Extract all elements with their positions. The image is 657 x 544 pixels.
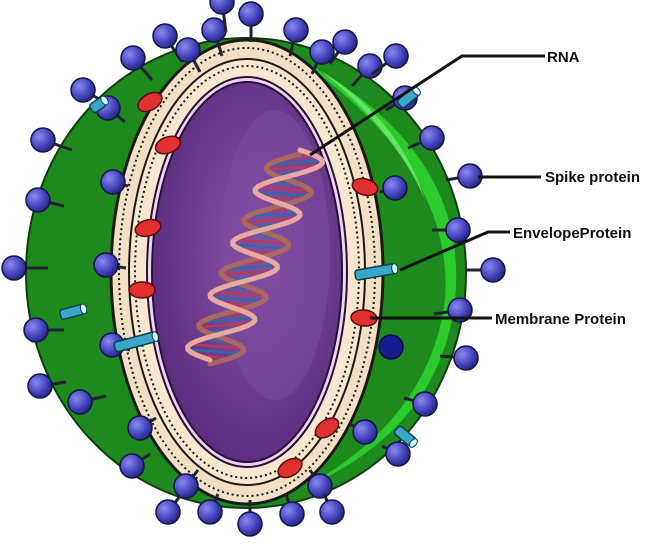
spike-protein-icon — [175, 37, 202, 73]
spike-protein-icon — [173, 469, 200, 499]
rna-base-pair — [199, 322, 253, 329]
rna-base-pair — [212, 290, 266, 297]
envelope-protein-icon — [354, 263, 399, 281]
spike-protein-icon — [407, 125, 445, 151]
spike-protein-icon — [403, 391, 438, 417]
envelope-protein-icon — [113, 331, 159, 353]
spike-protein-label: Spike protein — [545, 169, 640, 186]
spike-protein-icon — [119, 452, 151, 479]
spike-protein-icon — [283, 17, 309, 57]
membrane-protein-icon — [314, 417, 340, 439]
membrane-protein-icon — [128, 281, 156, 299]
spike-protein-icon — [466, 257, 506, 283]
rna-base-pair — [268, 159, 323, 166]
spike-protein-icon — [371, 43, 409, 76]
envelope-proteins — [59, 86, 421, 448]
rna-base-pair — [190, 343, 244, 350]
spike-protein-icon — [25, 187, 65, 213]
membrane-protein-icon — [137, 91, 163, 113]
spike-protein-icon — [209, 0, 235, 33]
envelope-callout-line — [399, 230, 510, 272]
rna-base-pair — [257, 185, 311, 192]
envelope-protein-icon — [393, 425, 418, 448]
rna-base-pair — [221, 269, 275, 276]
rna-callout-line — [309, 54, 545, 157]
rna-base-pair — [201, 317, 255, 323]
membrane-protein-icon — [134, 218, 162, 238]
spike-protein-icon — [379, 175, 408, 201]
spike-protein-icon — [381, 441, 411, 467]
spike-protein-icon — [30, 127, 73, 153]
spike-protein-icon — [319, 493, 345, 525]
rna-base-pair — [244, 217, 298, 224]
rna-base-pair — [235, 238, 289, 245]
membrane-protein-icon — [351, 177, 379, 197]
rna-strand-front — [185, 147, 325, 363]
membrane-protein-icon — [154, 135, 182, 155]
spike-protein-icon — [100, 169, 129, 195]
rna-base-pair — [255, 191, 309, 197]
spike-protein-icon — [152, 23, 184, 63]
rna-helix — [185, 147, 325, 367]
spike-protein-icon — [1, 255, 48, 281]
spike-protein-icon — [67, 389, 107, 415]
spike-protein-icon — [328, 29, 358, 65]
spike-protein-icon — [445, 163, 483, 189]
spike-protein-icon — [238, 1, 264, 42]
spike-protein-icon — [155, 495, 182, 525]
rna-strand-back — [196, 151, 314, 367]
spike-protein-icon — [197, 493, 223, 525]
membrane-protein-label: Membrane Protein — [495, 311, 626, 328]
rna-base-pair — [187, 348, 242, 355]
rna-base-pair — [246, 212, 300, 218]
spike-protein-icon — [93, 252, 127, 278]
rna-label: RNA — [547, 49, 580, 66]
envelope-protein-icon — [59, 303, 88, 321]
spike-protein-icon — [279, 493, 305, 527]
spike-protein-icon — [349, 419, 378, 445]
spike-protein-icon — [120, 45, 154, 81]
spike-protein-icon — [27, 373, 67, 399]
callout-lines — [309, 54, 545, 320]
spike-protein-icon — [378, 334, 404, 360]
envelope-protein-icon — [89, 95, 109, 114]
spike-protein-icon — [432, 217, 471, 243]
spike-protein-icon — [127, 415, 157, 441]
spike-protein-icon — [433, 297, 473, 323]
rna-base-pair — [266, 164, 320, 171]
rna-base-pair — [210, 296, 264, 302]
spike-protein-icon — [237, 500, 263, 537]
membrane-proteins — [128, 91, 379, 479]
rna-base-pair — [223, 264, 278, 271]
spike-protein-icon — [307, 469, 333, 499]
envelope-protein-label: EnvelopeProtein — [513, 225, 631, 242]
spike-protein-icon — [309, 39, 335, 75]
spike-protein-icon — [23, 317, 64, 343]
membrane-protein-icon — [277, 457, 303, 479]
spike-protein-icon — [439, 345, 479, 371]
rna-base-pair — [232, 243, 287, 250]
